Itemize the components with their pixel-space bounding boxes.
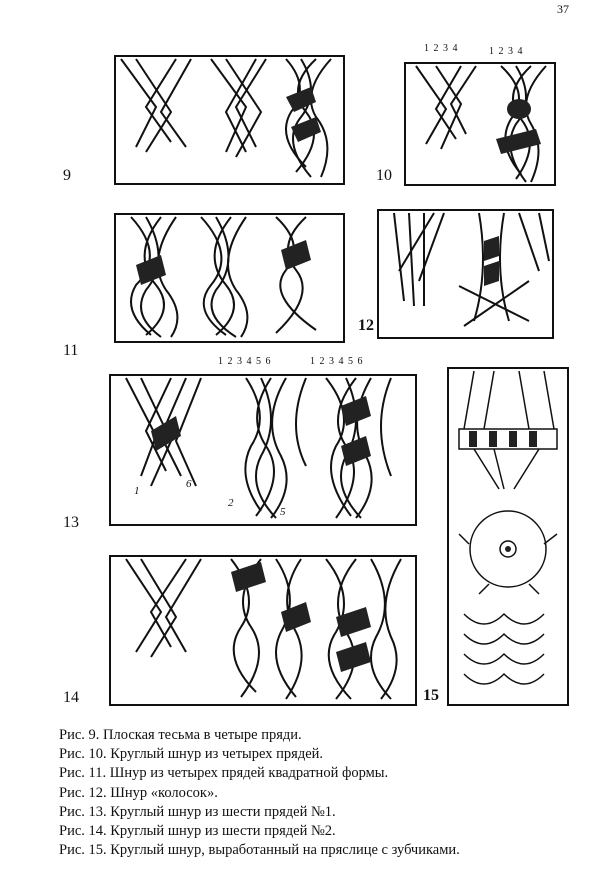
figure-13-strand-label-1: 1	[134, 485, 140, 497]
figure-12-illustration	[377, 209, 554, 339]
caption-fig-10: Рис. 10. Круглый шнур из четырех прядей.	[59, 746, 324, 763]
figure-11-label: 11	[63, 342, 79, 359]
figure-13-label: 13	[63, 514, 79, 531]
figure-9-label: 9	[63, 167, 71, 184]
caption-list: Рис. 9. Плоская тесьма в четыре пряди. Р…	[59, 726, 579, 860]
caption-fig-11: Рис. 11. Шнур из четырех прядей квадратн…	[59, 765, 389, 782]
figure-10-strand-numbers-right: 1 2 3 4	[489, 46, 524, 57]
figure-10-label: 10	[376, 167, 392, 184]
square-cord-drawing	[130, 216, 317, 338]
figure-10-illustration	[404, 62, 556, 186]
caption-fig-12: Рис. 12. Шнур «колосок».	[59, 784, 218, 801]
figure-11-illustration	[114, 213, 345, 343]
caption-fig-9: Рис. 9. Плоская тесьма в четыре пряди.	[59, 727, 302, 743]
figure-13-strand-numbers-left: 1 2 3 4 5 6	[218, 356, 272, 367]
figure-9-illustration	[114, 55, 345, 185]
figure-10-strand-numbers-left: 1 2 3 4	[424, 43, 459, 54]
figure-13-illustration	[109, 374, 417, 526]
spindle-whorl-drawing	[458, 370, 558, 685]
page-number: 37	[557, 2, 569, 16]
figure-12-label: 12	[358, 317, 374, 334]
figure-13-strand-label-5: 5	[280, 506, 286, 518]
six-strand-cord-1-drawing	[125, 377, 392, 519]
figure-13-strand-label-2: 2	[228, 497, 234, 509]
caption-fig-14: Рис. 14. Круглый шнур из шести прядей №2…	[59, 823, 336, 840]
caption-fig-15: Рис. 15. Круглый шнур, выработанный на п…	[59, 842, 460, 859]
figure-15-illustration	[447, 367, 569, 706]
caption-fig-13: Рис. 13. Круглый шнур из шести прядей №1…	[59, 803, 336, 820]
figure-13-strand-numbers-right: 1 2 3 4 5 6	[310, 356, 364, 367]
figure-13-strand-label-6: 6	[186, 478, 192, 490]
six-strand-cord-2-drawing	[125, 558, 402, 700]
kolosok-cord-drawing	[393, 212, 550, 327]
round-cord-drawing	[415, 65, 547, 183]
braid-drawing	[120, 58, 332, 178]
figure-15-label: 15	[423, 687, 439, 704]
figure-14-illustration	[109, 555, 417, 706]
figure-14-label: 14	[63, 689, 79, 706]
